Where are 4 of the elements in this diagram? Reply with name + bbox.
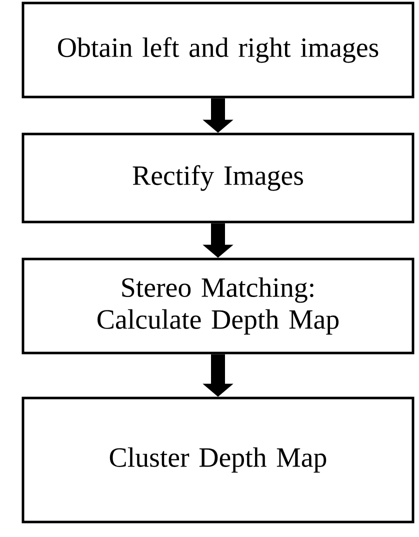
process-box: Cluster Depth Map <box>22 396 414 524</box>
process-box: Obtain left and right images <box>22 2 414 98</box>
process-box: Rectify Images <box>22 132 414 224</box>
process-box: Stereo Matching: Calculate Depth Map <box>22 258 414 354</box>
